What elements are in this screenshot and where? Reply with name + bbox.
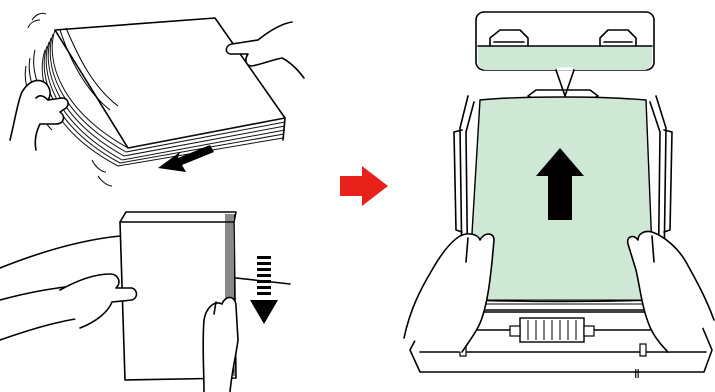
arrow-down-striped-icon: [250, 256, 278, 324]
next-step-arrow-icon: [340, 166, 388, 206]
align-edges-illustration: [0, 212, 290, 392]
tray-level-mark: Ⅱ: [634, 367, 640, 381]
load-tray-illustration: Ⅱ: [404, 12, 714, 381]
arrow-left-down-icon: [158, 145, 214, 172]
hands-icon: [60, 274, 238, 392]
guide-callout-icon: [476, 12, 654, 96]
fan-paper-illustration: [10, 13, 304, 186]
